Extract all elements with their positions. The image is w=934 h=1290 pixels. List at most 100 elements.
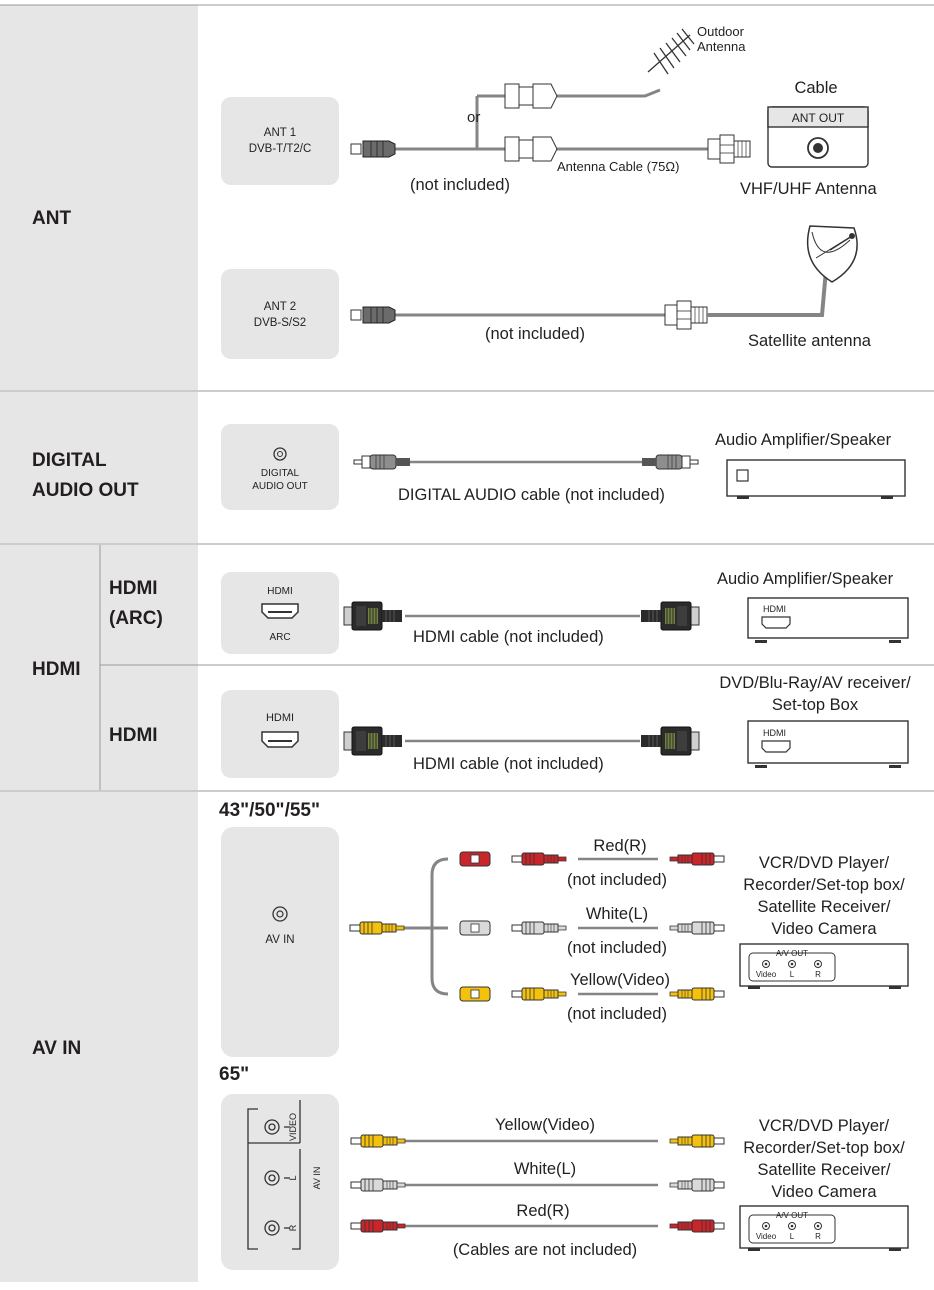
ant-or: or [467,109,480,126]
hdmi-cable-label: HDMI cable (not included) [413,755,604,773]
ant1-label-1: ANT 1 [264,127,296,139]
av-small-port-panel [221,827,339,1057]
av-small-white-ni: (not included) [567,939,667,957]
av-small-yellow-plug-left [511,987,567,1001]
av-large-red-plug-left [350,1219,406,1233]
digital-port-1: DIGITAL [261,468,300,479]
adapter-cable [504,136,558,162]
ant2-fconnector [664,300,708,330]
av-large-port-panel [221,1094,339,1270]
outdoor-antenna-icon [647,28,695,75]
av-small-yellow-ni: (not included) [567,1005,667,1023]
ant1-label-2: DVB-T/T2/C [249,143,312,155]
section-hdmi: HDMI [32,659,81,680]
av-large-panel-video: VIDEO [288,1113,298,1141]
av-small-white-plug-right [669,921,725,935]
hdmi-arc-device-port: HDMI [763,604,786,614]
optical-plug-device [641,454,699,470]
section-ant: ANT [32,208,71,229]
av-small-red-plug-right [669,852,725,866]
av-small-yellow-plug-tv [349,921,405,935]
outdoor-label-2: Antenna [697,39,746,54]
ant-antenna-cable: Antenna Cable (75Ω) [557,159,679,174]
hdmi-arc-plug-device [640,601,700,631]
hdmi-device-port: HDMI [763,728,786,738]
hdmi-port-top: HDMI [266,712,294,724]
av-small-white-label: White(L) [586,905,648,923]
optical-plug-tv [353,454,411,470]
av-large-note: (Cables are not included) [453,1241,637,1259]
settop-box-device [747,720,909,768]
ant-not-included-1: (not included) [410,176,510,194]
hdmi-arc-port-top: HDMI [267,586,293,597]
hdmi-arc-device-label: Audio Amplifier/Speaker [717,570,894,588]
av-large-white-label: White(L) [514,1160,576,1178]
ant2-tv-plug [350,306,396,324]
av-large-jack-panel [247,1100,301,1250]
hdmi-arc-amplifier-device [747,597,909,643]
av-large-jack-video: Video [756,1232,777,1241]
audio-amplifier-device [726,459,906,499]
hdmi-device-label-1: DVD/Blu-Ray/AV receiver/ [719,674,911,692]
av-small-device-1: VCR/DVD Player/ [759,854,890,872]
hdmi-arc-plug-tv [343,601,403,631]
digital-port-2: AUDIO OUT [252,481,308,492]
digital-port-panel [221,424,339,510]
ant-not-included-2: (not included) [485,325,585,343]
cable-wall-box [767,106,869,168]
adapter-outdoor [504,83,558,109]
av-large-red-plug-right [669,1219,725,1233]
hdmi-port-icon [261,731,299,748]
ant1-cable [395,88,708,151]
av-large-device-4: Video Camera [771,1183,877,1201]
av-sizes-small: 43"/50"/55" [219,800,320,821]
cable-fconnector [707,134,751,164]
hdmi-arc-cable-label: HDMI cable (not included) [413,628,604,646]
satellite-cable [707,269,828,317]
section-avin: AV IN [32,1038,81,1059]
av-small-vcr-device [739,943,909,989]
av-large-white-plug-left [350,1178,406,1192]
satellite-dish-icon [806,225,858,283]
av-large-vcr-device [739,1205,909,1251]
hdmi-device-label-2: Set-top Box [772,696,859,714]
digital-cable-label: DIGITAL AUDIO cable (not included) [398,486,665,504]
av-small-white-plug-left [511,921,567,935]
av-large-jack-l: L [790,1232,795,1241]
av-large-device-2: Recorder/Set-top box/ [743,1139,905,1157]
av-large-yellow-label: Yellow(Video) [495,1116,595,1134]
av-large-device-3: Satellite Receiver/ [758,1161,891,1179]
av-small-red-label: Red(R) [593,837,646,855]
vhf-label: VHF/UHF Antenna [740,180,877,198]
av-large-panel-r: R [288,1224,298,1231]
ant-out-label: ANT OUT [792,111,845,125]
section-digital-2: AUDIO OUT [32,480,139,501]
av-large-device-1: VCR/DVD Player/ [759,1117,890,1135]
hdmi-plug-tv [343,726,403,756]
hdmi-label-bg [0,545,198,790]
av-small-yellow-label: Yellow(Video) [570,971,670,989]
hdmi-plug-device [640,726,700,756]
hdmi-arc-port-bottom: ARC [269,632,290,643]
optical-port-icon [273,447,287,461]
av-small-yellow-adapter [459,986,491,1002]
ant2-label-1: ANT 2 [264,301,296,313]
av-sizes-large: 65" [219,1064,249,1085]
av-small-white-adapter [459,920,491,936]
av-small-jack-video: Video [756,970,777,979]
section-digital-1: DIGITAL [32,450,107,471]
ant2-label-2: DVB-S/S2 [254,317,306,329]
av-small-jack-l: L [790,970,795,979]
cable-label: Cable [794,79,837,97]
ant1-tv-plug [350,140,396,158]
av-small-yellow-plug-right [669,987,725,1001]
av-large-white-plug-right [669,1178,725,1192]
av-large-red-label: Red(R) [516,1202,569,1220]
av-small-device-3: Satellite Receiver/ [758,898,891,916]
section-hdmi-sub: HDMI [109,725,158,746]
section-hdmi-arc-2: (ARC) [109,608,163,629]
av-small-red-adapter [459,851,491,867]
av-large-panel-l: L [288,1175,298,1180]
ant1-port-panel [221,97,339,185]
